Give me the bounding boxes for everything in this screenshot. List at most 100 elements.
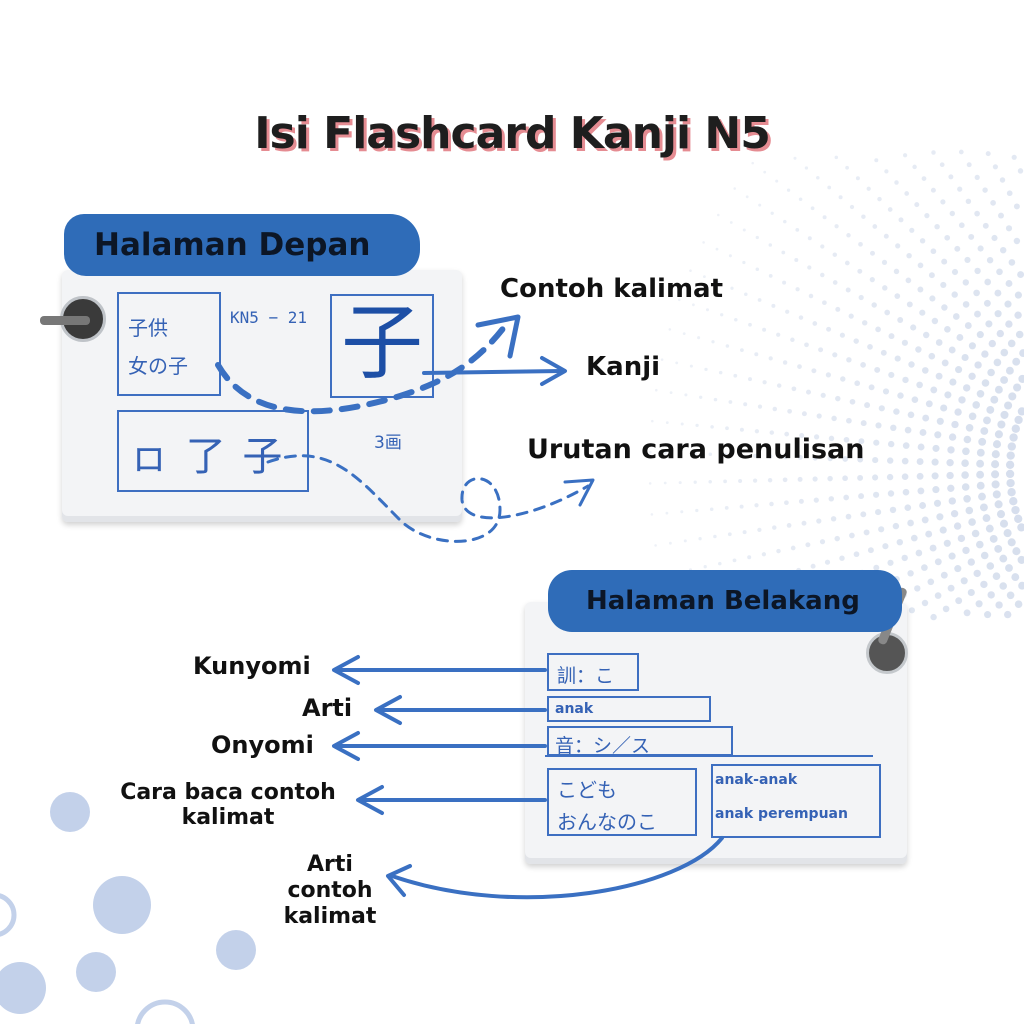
halftone-dot bbox=[723, 452, 728, 457]
halftone-dot bbox=[984, 611, 992, 619]
halftone-dot bbox=[827, 185, 832, 190]
halftone-dot bbox=[946, 471, 954, 480]
halftone-dot bbox=[988, 339, 996, 348]
halftone-dot bbox=[857, 474, 864, 481]
halftone-dot bbox=[965, 424, 974, 432]
halftone-dot bbox=[697, 336, 701, 340]
vocab-word: 子供 bbox=[128, 316, 168, 340]
halftone-dot bbox=[832, 352, 838, 358]
halftone-dot bbox=[1004, 401, 1013, 410]
halftone-dot bbox=[931, 317, 939, 325]
kunyomi-value: 訓：こ bbox=[557, 665, 615, 687]
halftone-dot bbox=[797, 364, 802, 369]
halftone-dot bbox=[754, 429, 760, 434]
halftone-dot bbox=[893, 408, 900, 415]
halftone-dot bbox=[917, 286, 924, 293]
halftone-dot bbox=[831, 415, 837, 422]
halftone-dot bbox=[1000, 410, 1009, 419]
halftone-dot bbox=[782, 477, 788, 483]
halftone-dot bbox=[840, 376, 846, 382]
halftone-dot bbox=[1013, 237, 1021, 245]
halftone-dot bbox=[1014, 514, 1023, 523]
halftone-dot bbox=[770, 211, 774, 215]
label-onyomi: Onyomi bbox=[211, 731, 314, 759]
halftone-dot bbox=[858, 241, 863, 247]
translation-line: anak perempuan bbox=[715, 806, 848, 822]
halftone-dot bbox=[1005, 469, 1015, 479]
halftone-dot bbox=[928, 352, 936, 360]
halftone-dot bbox=[919, 238, 926, 244]
halftone-dot bbox=[710, 425, 714, 429]
halftone-dot bbox=[907, 519, 914, 527]
halftone-dot bbox=[1008, 392, 1017, 401]
halftone-dot bbox=[830, 516, 837, 522]
halftone-dot bbox=[692, 303, 695, 307]
halftone-dot bbox=[974, 310, 981, 318]
halftone-dot bbox=[930, 187, 936, 193]
halftone-dot bbox=[748, 377, 752, 382]
halftone-dot bbox=[994, 310, 1002, 318]
halftone-dot bbox=[782, 280, 787, 285]
halftone-dot bbox=[745, 195, 749, 199]
halftone-dot bbox=[944, 325, 951, 333]
halftone-dot bbox=[923, 331, 930, 339]
halftone-dot bbox=[822, 300, 827, 306]
flashcard-front: 子供 女の子 KN5 − 21 子 ㇿ 了 子 3画 bbox=[62, 270, 462, 522]
halftone-dot bbox=[968, 233, 975, 240]
halftone-dot bbox=[861, 214, 866, 219]
halftone-dot bbox=[994, 385, 1003, 394]
halftone-dot bbox=[857, 456, 864, 463]
halftone-dot bbox=[839, 332, 846, 338]
halftone-dot bbox=[858, 493, 865, 500]
halftone-dot bbox=[861, 320, 868, 326]
halftone-dot bbox=[682, 332, 686, 335]
halftone-dot bbox=[882, 388, 890, 395]
halftone-dot bbox=[795, 287, 800, 292]
halftone-dot bbox=[1009, 497, 1018, 506]
halftone-dot bbox=[971, 529, 980, 538]
halftone-dot bbox=[887, 559, 894, 566]
halftone-dot bbox=[989, 534, 998, 543]
halftone-dot bbox=[1007, 339, 1016, 348]
halftone-dot bbox=[898, 217, 904, 223]
halftone-dot bbox=[786, 523, 792, 528]
halftone-dot bbox=[860, 511, 867, 518]
halftone-dot bbox=[808, 293, 814, 299]
halftone-dot bbox=[693, 480, 697, 484]
halftone-dot bbox=[716, 280, 720, 284]
halftone-dot bbox=[942, 605, 950, 613]
halftone-dot bbox=[663, 451, 667, 455]
halftone-dot bbox=[872, 457, 879, 464]
halftone-dot bbox=[757, 404, 763, 409]
meaning-box: anak bbox=[547, 696, 711, 722]
halftone-dot bbox=[961, 471, 969, 479]
label-translation-line: kalimat bbox=[283, 904, 377, 929]
halftone-dot bbox=[872, 224, 878, 229]
halftone-dot bbox=[934, 223, 940, 230]
halftone-dot bbox=[881, 259, 888, 265]
halftone-dot bbox=[743, 402, 748, 407]
halftone-dot bbox=[752, 478, 758, 483]
halftone-dot bbox=[993, 358, 1002, 367]
halftone-dot bbox=[932, 486, 940, 494]
halftone-dot bbox=[947, 484, 955, 492]
halftone-dot bbox=[751, 161, 754, 165]
halftone-dot bbox=[944, 234, 951, 241]
halftone-dot bbox=[849, 532, 855, 539]
halftone-dot bbox=[795, 228, 800, 232]
halftone-dot bbox=[968, 518, 976, 526]
halftone-dot bbox=[921, 564, 928, 571]
onyomi-box: 音：シ／ス bbox=[547, 726, 733, 757]
halftone-dot bbox=[680, 422, 684, 426]
halftone-dot bbox=[810, 206, 815, 211]
halftone-dot bbox=[932, 444, 940, 452]
halftone-dot bbox=[907, 570, 914, 577]
halftone-dot bbox=[935, 372, 943, 380]
halftone-dot bbox=[1015, 330, 1024, 339]
halftone-dot bbox=[907, 411, 915, 419]
halftone-dot bbox=[1019, 349, 1024, 358]
halftone-dot bbox=[1009, 433, 1018, 442]
halftone-dot bbox=[947, 446, 955, 454]
halftone-dot bbox=[807, 265, 812, 270]
halftone-dot bbox=[935, 339, 943, 346]
